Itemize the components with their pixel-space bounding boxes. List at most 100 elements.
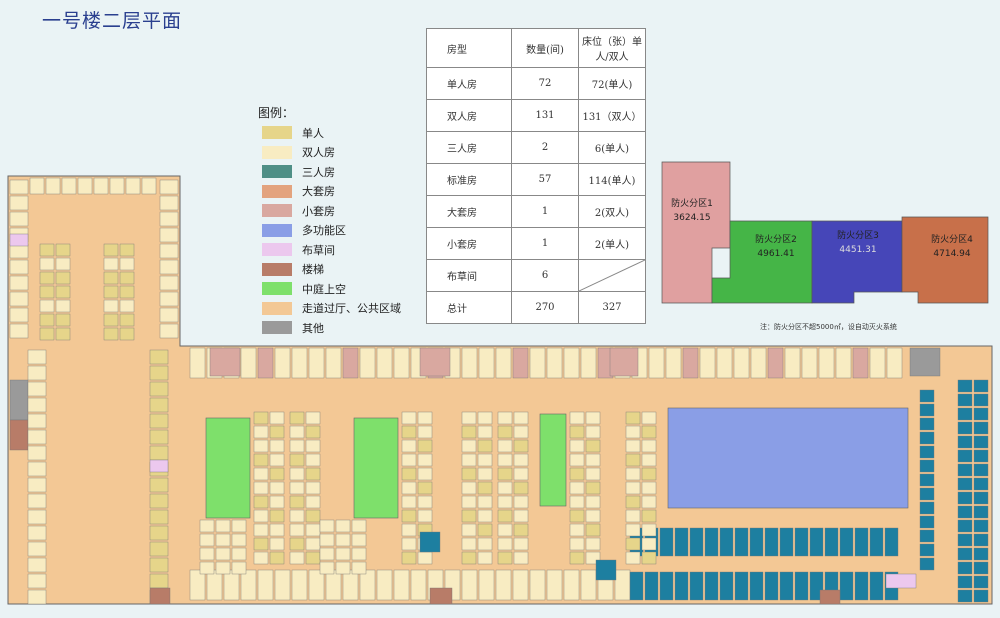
plan-room	[767, 347, 784, 379]
plan-room	[253, 425, 269, 439]
plan-room	[199, 547, 215, 561]
plan-room	[305, 537, 321, 551]
plan-room	[957, 379, 973, 393]
plan-room	[231, 533, 247, 547]
fire-zone-1	[661, 161, 731, 304]
plan-room	[149, 525, 169, 541]
plan-room	[719, 571, 734, 601]
plan-room	[274, 569, 291, 601]
table-cell: 标准房	[426, 163, 512, 196]
plan-room	[291, 569, 308, 601]
plan-room	[569, 523, 585, 537]
plan-room	[291, 347, 308, 379]
zone-area: 4451.31	[839, 244, 877, 255]
plan-room	[513, 551, 529, 565]
zone-name: 防火分区2	[755, 235, 797, 245]
plan-room	[569, 453, 585, 467]
legend-swatch-multi	[262, 223, 292, 237]
legend-swatch-corridor	[262, 301, 292, 315]
plan-room	[401, 425, 417, 439]
plan-room	[461, 509, 477, 523]
plan-room	[289, 481, 305, 495]
plan-room	[529, 347, 546, 379]
plan-room	[253, 551, 269, 565]
plan-room	[461, 481, 477, 495]
plan-room	[269, 481, 285, 495]
plan-room	[546, 569, 563, 601]
plan-room	[794, 527, 809, 557]
plan-room	[779, 571, 794, 601]
plan-room	[569, 537, 585, 551]
plan-room	[689, 571, 704, 601]
atrium-1	[205, 417, 251, 519]
plan-room	[393, 569, 410, 601]
plan-room	[957, 547, 973, 561]
plan-room	[269, 509, 285, 523]
plan-room	[699, 347, 716, 379]
plan-room	[119, 327, 135, 341]
plan-room	[119, 257, 135, 271]
plan-room	[27, 461, 47, 477]
fire-zone-1-label: 防火分区1 3624.15	[664, 198, 720, 225]
plan-room	[159, 291, 179, 307]
plan-room	[289, 551, 305, 565]
plan-room	[253, 439, 269, 453]
plan-room	[93, 177, 109, 195]
plan-room	[417, 467, 433, 481]
plan-room	[206, 569, 223, 601]
plan-room	[274, 347, 291, 379]
page-title: 一号楼二层平面	[42, 10, 183, 32]
plan-room	[308, 569, 325, 601]
plan-room	[585, 467, 601, 481]
plan-room	[625, 509, 641, 523]
plan-room	[289, 495, 305, 509]
fire-zone-3-label: 防火分区3 4451.31	[820, 230, 896, 257]
fire-zone-diagram	[661, 161, 989, 304]
plan-room	[305, 509, 321, 523]
plan-room	[957, 533, 973, 547]
plan-room	[641, 523, 657, 537]
plan-room	[497, 481, 513, 495]
plan-room	[614, 569, 631, 601]
plan-room	[351, 519, 367, 533]
legend-label: 中庭上空	[302, 282, 346, 296]
plan-room	[27, 445, 47, 461]
plan-room	[269, 439, 285, 453]
zone-name: 防火分区1	[671, 199, 713, 209]
plan-room	[818, 347, 835, 379]
plan-room	[580, 569, 597, 601]
table-cell: 总计	[426, 291, 512, 324]
plan-room	[461, 425, 477, 439]
plan-room	[199, 533, 215, 547]
plan-room	[869, 527, 884, 557]
plan-room	[419, 347, 451, 377]
plan-room	[39, 257, 55, 271]
plan-room	[401, 411, 417, 425]
plan-room	[39, 285, 55, 299]
plan-room	[215, 519, 231, 533]
plan-room	[149, 445, 169, 461]
plan-room	[231, 561, 247, 575]
plan-room	[957, 589, 973, 603]
plan-room	[305, 453, 321, 467]
plan-room	[461, 551, 477, 565]
legend-item: 双人房	[262, 143, 401, 163]
plan-room	[625, 425, 641, 439]
plan-room	[77, 177, 93, 195]
table-header-row: 房型 数量(间) 床位（张）单人/双人	[426, 28, 646, 68]
plan-room	[513, 439, 529, 453]
plan-room	[704, 571, 719, 601]
plan-room	[513, 411, 529, 425]
plan-room	[648, 347, 665, 379]
plan-room	[478, 569, 495, 601]
plan-room	[159, 227, 179, 243]
plan-room	[61, 177, 77, 195]
plan-room	[289, 425, 305, 439]
plan-room	[308, 347, 325, 379]
plan-room	[625, 523, 641, 537]
plan-room	[749, 527, 764, 557]
plan-room	[497, 495, 513, 509]
plan-room	[159, 179, 179, 195]
